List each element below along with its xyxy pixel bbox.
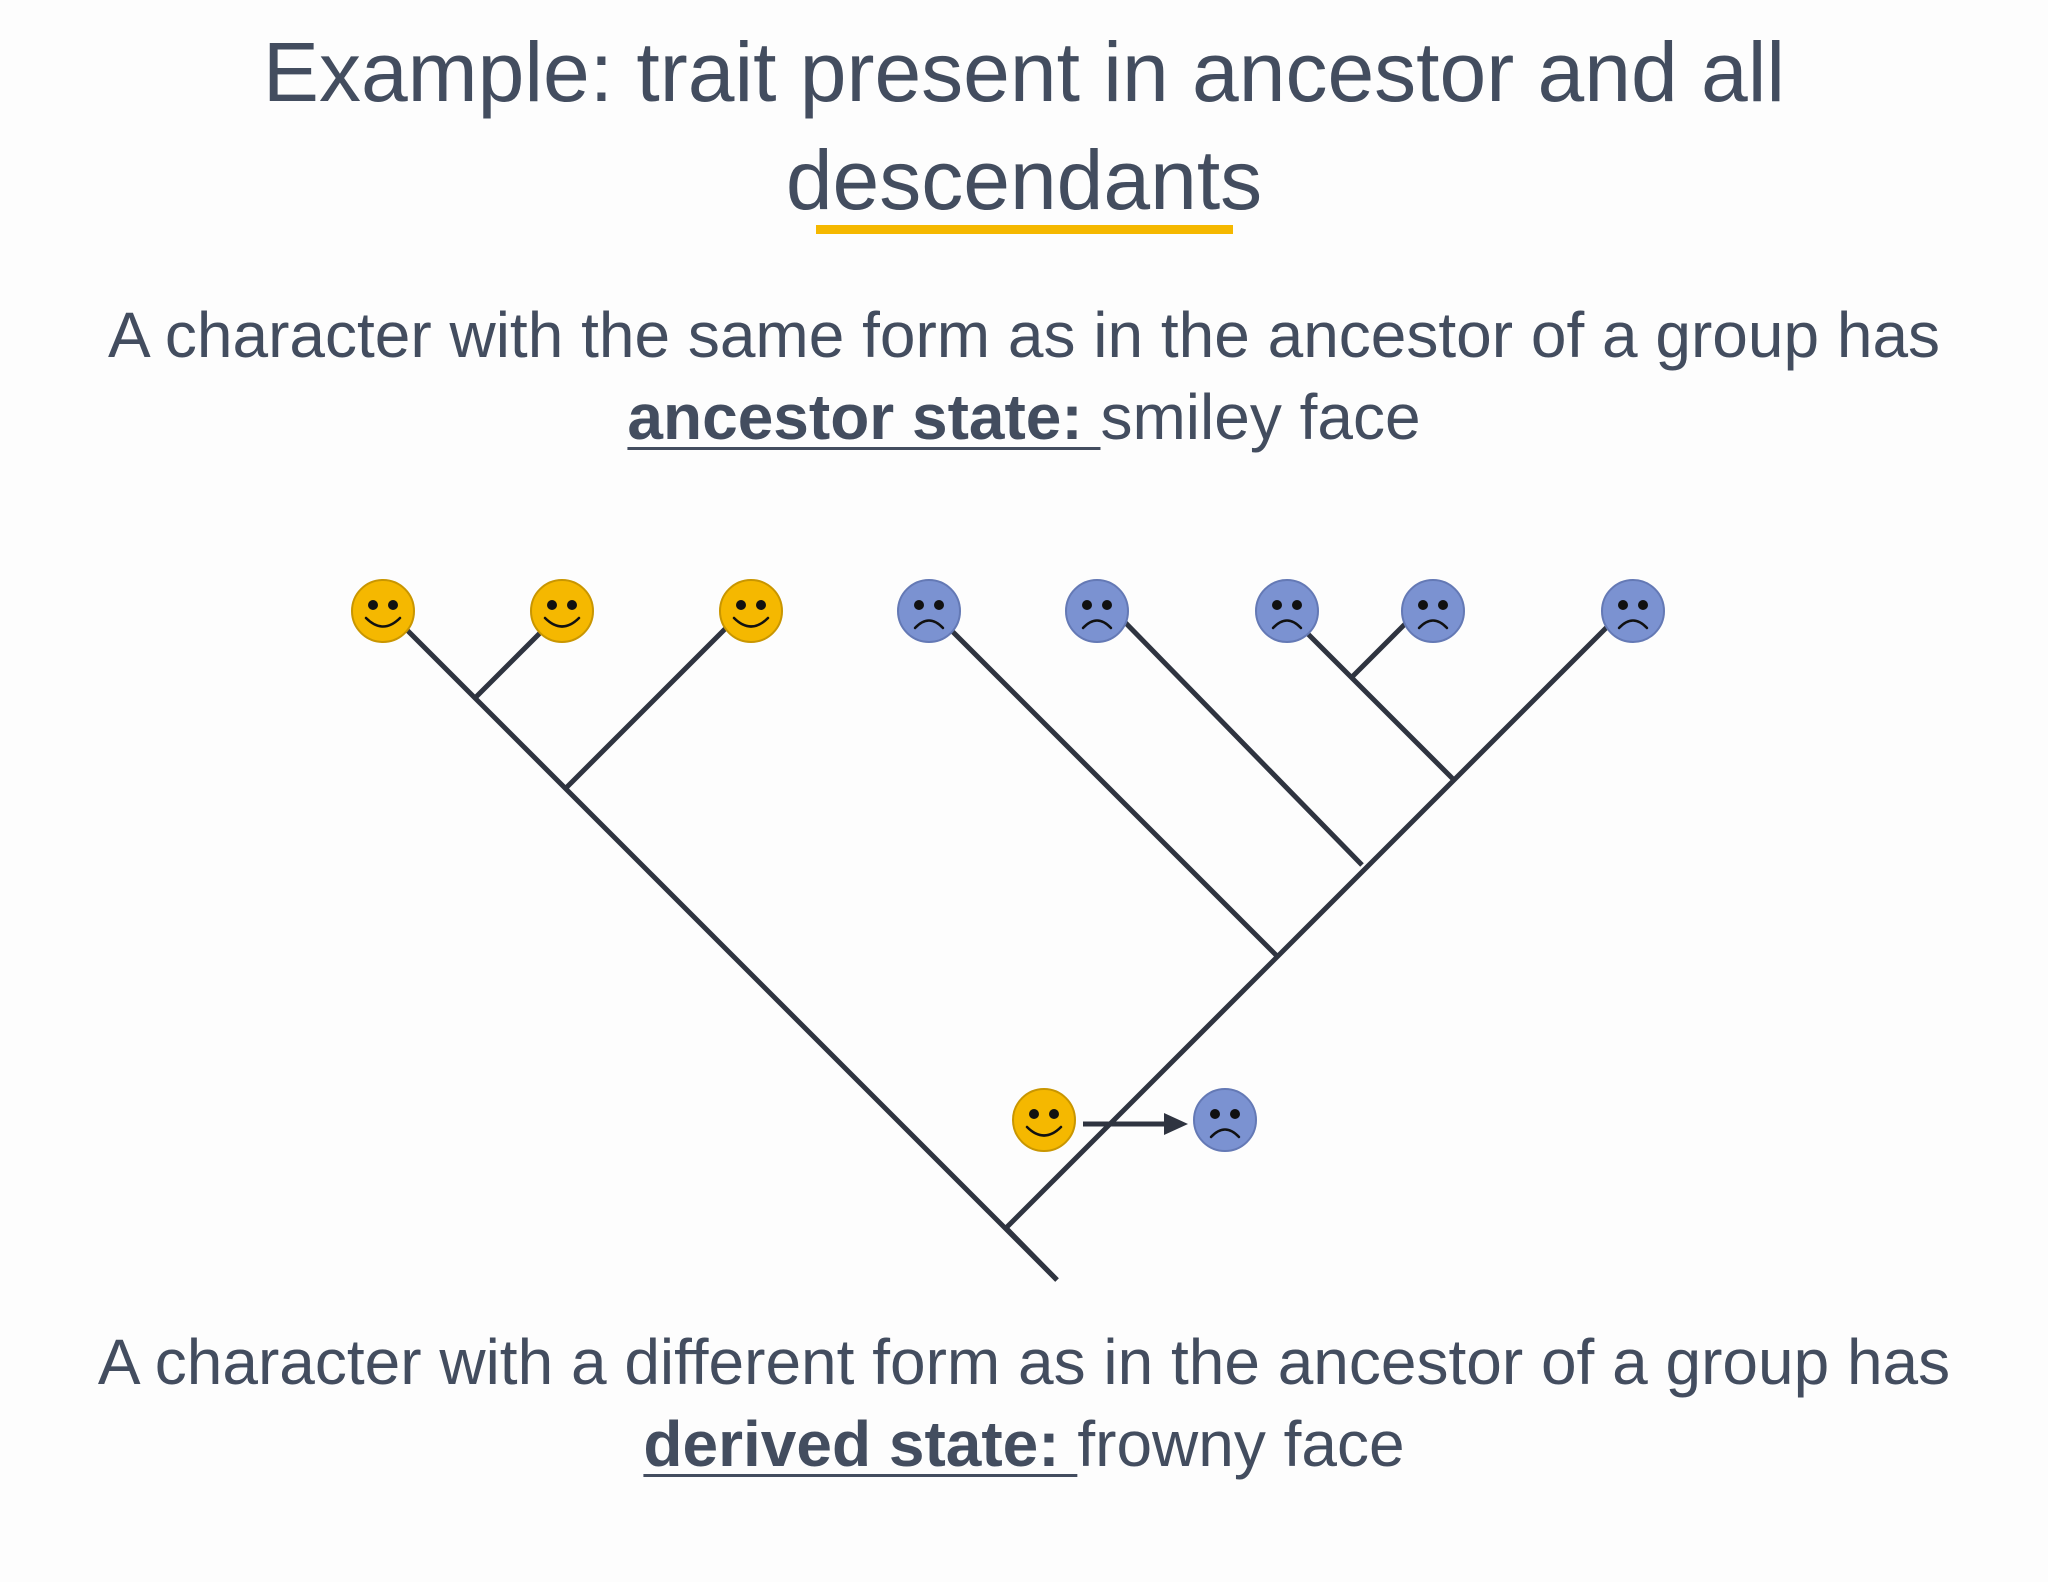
frowny-face-icon-6 <box>1255 579 1319 643</box>
tree-tip-faces <box>351 579 1665 643</box>
branch-line-1 <box>379 602 1059 1282</box>
state-transition-marker <box>1012 1088 1257 1152</box>
ancestor-state-term: ancestor state: <box>627 381 1101 453</box>
branch-line-4 <box>564 615 739 790</box>
branch-line-5 <box>938 617 1278 957</box>
derived-state-term: derived state: <box>643 1408 1078 1480</box>
frowny-face-icon-8 <box>1601 579 1665 643</box>
branch-line-7 <box>1302 628 1455 781</box>
derived-definition-text: A character with a different form as in … <box>97 1326 1951 1398</box>
branch-line-8 <box>1350 616 1413 679</box>
arrow-right-icon <box>1083 1113 1188 1135</box>
tree-branches <box>379 597 1637 1282</box>
smiley-face-icon-3 <box>719 579 783 643</box>
branch-line-2 <box>1004 597 1637 1230</box>
title-line-1: Example: trait present in ancestor and a… <box>262 25 1786 119</box>
frowny-face-icon-4 <box>897 579 961 643</box>
ancestor-state-value: smiley face <box>1100 381 1421 453</box>
transition-smiley-face-icon <box>1012 1088 1076 1152</box>
ancestor-definition-text: A character with the same form as in the… <box>107 299 1941 371</box>
smiley-face-icon-2 <box>530 579 594 643</box>
transition-frowny-face-icon <box>1193 1088 1257 1152</box>
smiley-face-icon-1 <box>351 579 415 643</box>
frowny-face-icon-7 <box>1401 579 1465 643</box>
title-line-2: descendants <box>785 133 1263 227</box>
ancestor-state-definition: A character with the same form as in the… <box>0 294 2048 458</box>
branch-line-9 <box>1004 1226 1059 1282</box>
slide-title: Example: trait present in ancestor and a… <box>0 18 2048 234</box>
derived-state-value: frowny face <box>1077 1408 1405 1480</box>
derived-state-definition: A character with a different form as in … <box>0 1321 2048 1485</box>
branch-line-6 <box>1113 610 1364 867</box>
frowny-face-icon-5 <box>1065 579 1129 643</box>
title-accent-underline <box>816 225 1233 234</box>
